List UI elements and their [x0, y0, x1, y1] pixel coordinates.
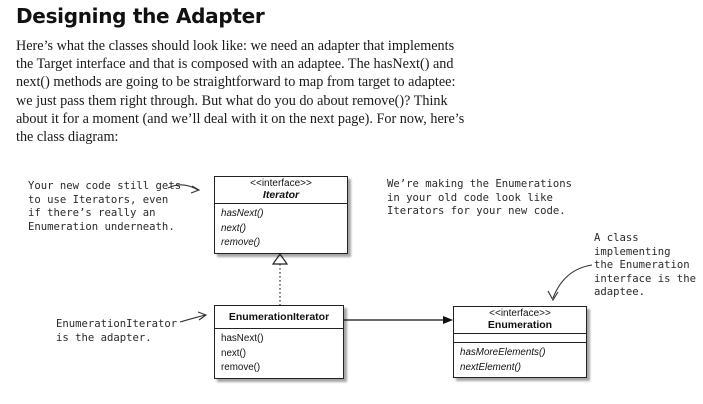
- paragraph-line: Here’s what the classes should look like…: [16, 38, 455, 54]
- class-name: EnumerationIterator: [228, 311, 330, 323]
- method-list: hasNext() next() remove(): [215, 204, 347, 253]
- association-arrowhead: [443, 316, 453, 324]
- method-item: remove(): [221, 362, 261, 373]
- method-list: hasMoreElements() nextElement(): [454, 343, 586, 377]
- method-item: hasMoreElements(): [460, 347, 546, 358]
- paragraph-line: about it for a moment (and we’ll deal wi…: [16, 110, 465, 127]
- attribute-compartment: [454, 334, 586, 343]
- note-line: Enumeration underneath.: [28, 220, 175, 233]
- note-line: to use Iterators, even: [28, 193, 169, 206]
- class-name: Enumeration: [487, 319, 553, 331]
- note-arrow-left-bottom: [179, 314, 206, 323]
- method-item: next(): [221, 347, 247, 359]
- uml-class-iterator: <<interface>> Iterator hasNext() next() …: [214, 176, 348, 254]
- uml-class-enumeration: <<interface>> Enumeration hasMoreElement…: [453, 306, 587, 378]
- note-line: Iterators for your new code.: [387, 205, 566, 217]
- paragraph-line: we just pass them right through. But wha…: [16, 92, 448, 109]
- note-line: implementing: [594, 245, 671, 258]
- method-item: remove(): [221, 237, 261, 248]
- page-heading: Designing the Adapter: [16, 4, 265, 28]
- method-item: hasNext(): [221, 333, 264, 344]
- note-line: adaptee.: [594, 286, 646, 298]
- method-item: nextElement(): [460, 361, 521, 373]
- class-name: Iterator: [262, 189, 300, 201]
- paragraph-line: the Target interface and that is compose…: [16, 56, 454, 73]
- stereotype-label: <<interface>>: [250, 178, 312, 189]
- method-list: hasNext() next() remove(): [215, 329, 343, 378]
- uml-class-header: <<interface>> Iterator: [215, 177, 347, 204]
- note-iterators-underneath: Your new code still gets to use Iterator…: [28, 180, 181, 234]
- stereotype-label: <<interface>>: [489, 308, 551, 319]
- note-adaptee: A class implementing the Enumeration int…: [594, 232, 696, 300]
- note-line: interface is the: [594, 272, 697, 285]
- note-arrow-right: [552, 264, 593, 299]
- uml-class-header: EnumerationIterator: [215, 306, 343, 329]
- paragraph-line: next() methods are going to be straightf…: [16, 74, 456, 91]
- note-arrow-left-top-head: [190, 185, 201, 194]
- paragraph-line: the class diagram:: [16, 129, 119, 146]
- note-line: We’re making the Enumerations: [387, 178, 572, 190]
- note-arrow-left-bottom-head: [197, 311, 208, 321]
- note-line: EnumerationIterator: [56, 318, 178, 330]
- intro-paragraph: Here’s what the classes should look like…: [16, 37, 536, 146]
- method-item: hasNext(): [221, 208, 264, 219]
- note-line: Your new code still gets: [28, 180, 182, 192]
- note-line: in your old code look like: [387, 191, 553, 204]
- note-arrow-left-top: [167, 184, 199, 191]
- note-line: the Enumeration: [594, 259, 690, 271]
- note-adapter: EnumerationIterator is the adapter.: [56, 318, 177, 345]
- note-line: A class: [594, 232, 639, 244]
- note-enumerations-look-like-iterators: We’re making the Enumerations in your ol…: [387, 178, 572, 219]
- realization-arrowhead: [271, 252, 289, 265]
- method-item: next(): [221, 222, 247, 234]
- uml-class-header: <<interface>> Enumeration: [454, 307, 586, 334]
- note-line: if there’s really an: [28, 207, 156, 219]
- uml-class-enumeration-iterator: EnumerationIterator hasNext() next() rem…: [214, 305, 344, 379]
- note-line: is the adapter.: [56, 331, 152, 344]
- note-arrow-right-head: [547, 290, 559, 302]
